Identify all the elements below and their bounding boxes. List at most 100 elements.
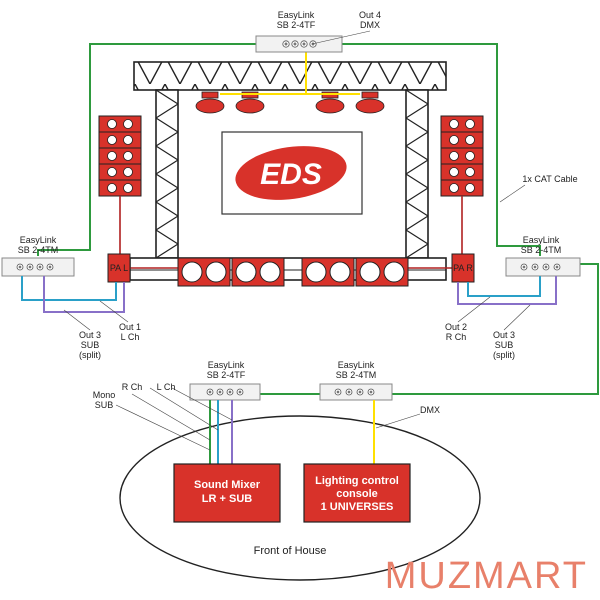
xlr-connector-icon [282,40,290,48]
xlr-connector-icon [36,263,44,271]
xlr-connector-icon [16,263,24,271]
out1-label-1: Out 1 [119,322,141,332]
out2-label-2: R Ch [446,332,467,342]
xlr-connector-icon [553,263,561,271]
video-screen: EDS [221,131,363,215]
xlr-connector-icon [542,263,550,271]
speaker-cabinet-icon [98,147,142,165]
dmx-stage-lines [220,52,360,95]
easylink-left-box [1,257,75,277]
easylink-right-box [505,257,581,277]
dmx-label: DMX [420,405,440,415]
eds-logo-text: EDS [260,158,322,191]
l-ch-label: L Ch [157,382,176,392]
speaker-cabinet-icon [440,131,484,149]
xlr-connector-icon [334,388,342,396]
right-box-label-2: SB 2-4TM [521,245,562,255]
easylink-foh-tf-box [189,383,261,401]
moving-head-light-icon [315,91,345,114]
subwoofer-icon [177,257,231,287]
out3-right-label-2: SUB [495,340,514,350]
muzmart-watermark: MUZMART [385,555,588,597]
pa-right-label: PA R [453,263,473,273]
speaker-stack-right [440,115,484,197]
speaker-cabinet-icon [440,115,484,133]
out1-label-2: L Ch [121,332,140,342]
speaker-cabinet-icon [98,179,142,197]
easylink-top-box [255,35,343,53]
xlr-connector-icon [206,388,214,396]
subwoofer-icon [301,257,355,287]
xlr-connector-icon [300,40,308,48]
sound-mixer: Sound Mixer LR + SUB [173,463,281,523]
xlr-connector-icon [236,388,244,396]
subwoofer-icon [355,257,409,287]
out3-right-label-3: (split) [493,350,515,360]
xlr-connector-icon [367,388,375,396]
pa-left-box: PA L [107,253,131,283]
lighting-label-2: console [336,488,378,500]
xlr-connector-icon [345,388,353,396]
xlr-connector-icon [356,388,364,396]
moving-head-light-icon [355,91,385,114]
moving-head-light-icon [235,91,265,114]
out3-left-label-1: Out 3 [79,330,101,340]
xlr-connector-icon [291,40,299,48]
speaker-cables [119,196,463,269]
speaker-stack-left [98,115,142,197]
speaker-cabinet-icon [440,163,484,181]
cat-cable-right [342,43,541,256]
lighting-label-1: Lighting control [315,475,399,487]
foh-leader-lines [131,387,421,441]
mixer-label-1: Sound Mixer [194,479,261,491]
mono-label-2: SUB [95,400,114,410]
xlr-connector-icon [226,388,234,396]
out4-label-1: Out 4 [359,10,381,20]
mono-label-1: Mono [93,390,116,400]
foh-box1-label-2: SB 2-4TF [207,370,246,380]
eds-logo-icon [235,146,347,200]
xlr-connector-icon [216,388,224,396]
r-ch-label: R Ch [122,382,143,392]
xlr-connector-icon [46,263,54,271]
speaker-cabinet-icon [98,115,142,133]
left-box-label-2: SB 2-4TM [18,245,59,255]
mixer-label-2: LR + SUB [202,493,252,505]
cat-cable-label: 1x CAT Cable [522,174,577,184]
cat-cable-left [37,43,256,256]
xlr-connector-icon [26,263,34,271]
lighting-label-3: 1 UNIVERSES [321,501,394,513]
foh-audio-cables [209,400,375,464]
top-box-label-2: SB 2-4TF [277,20,316,30]
speaker-cabinet-icon [440,147,484,165]
foh-box1-label-1: EasyLink [208,360,245,370]
cat-cable-right-down [392,263,599,395]
lighting-console: Lighting control console 1 UNIVERSES [303,463,411,523]
cat-cable-network [37,43,599,395]
out3-left-label-3: (split) [79,350,101,360]
out2-label-1: Out 2 [445,322,467,332]
pa-left-label: PA L [110,263,128,273]
moving-head-light-icon [195,91,225,114]
out4-label-2: DMX [360,20,380,30]
subwoofer-icon [231,257,285,287]
out3-right-label-1: Out 3 [493,330,515,340]
xlr-connector-icon [531,263,539,271]
speaker-cabinet-icon [440,179,484,197]
pa-right-box: PA R [451,253,475,283]
xlr-connector-icon [282,40,317,48]
truss-top [133,61,447,91]
foh-box2-label-1: EasyLink [338,360,375,370]
foh-label: Front of House [254,545,327,557]
side-audio-cables [21,276,557,313]
easylink-foh-tm-box [319,383,393,401]
xlr-connector-icon [520,263,528,271]
right-box-label-1: EasyLink [523,235,560,245]
top-box-label-1: EasyLink [278,10,315,20]
out3-left-label-2: SUB [81,340,100,350]
subwoofer-row [177,257,409,287]
speaker-cabinet-icon [98,131,142,149]
left-box-label-1: EasyLink [20,235,57,245]
moving-head-lights [195,91,385,114]
